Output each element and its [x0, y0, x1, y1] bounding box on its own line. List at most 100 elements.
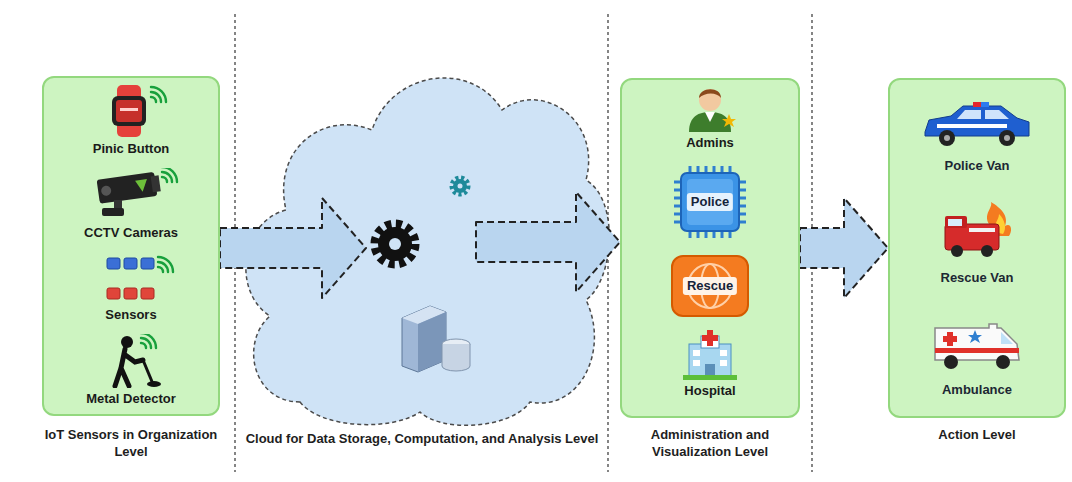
item-label: CCTV Cameras: [84, 225, 178, 241]
icon-shape: [158, 257, 173, 272]
icon-item: Sensors: [42, 252, 220, 330]
icon-shape: [141, 258, 154, 269]
gear-body: [378, 227, 412, 261]
icon-shape: [143, 360, 153, 384]
icon-shape: [705, 364, 715, 376]
icon-shape: [702, 335, 718, 341]
icon-shape: [944, 355, 958, 369]
icon-shape: [681, 173, 739, 231]
item-label: Metal Detector: [86, 391, 176, 407]
gear-big: [375, 224, 415, 264]
icon-shape: [158, 262, 168, 272]
level-caption: Action Level: [888, 426, 1066, 443]
box-label: Police: [687, 193, 733, 211]
icon-shape: [124, 258, 137, 269]
icon-shape: [102, 208, 124, 216]
icon-shape: [151, 92, 161, 102]
icon-shape: [151, 97, 156, 102]
icon-shape: [107, 288, 120, 299]
icon-shape: [969, 228, 995, 232]
icon-shape: [689, 344, 731, 376]
level-panel: Administration and Visualization LevelAd…: [620, 78, 800, 476]
icon-shape: [951, 245, 963, 257]
icon-shape: [935, 324, 1019, 360]
icon-shape: [689, 112, 731, 132]
icon-shape: [112, 96, 146, 126]
icon-item: Metal Detector: [42, 334, 220, 414]
icon-shape: [968, 330, 982, 343]
icon-shape: [674, 166, 746, 238]
icon-shape: [693, 360, 700, 366]
icon-graphic: [927, 320, 1027, 372]
icon-shape: [115, 349, 143, 386]
icon-shape: [107, 258, 120, 269]
icon-shape: [162, 168, 177, 182]
icon-shape: [158, 267, 163, 272]
icon-shape: [141, 338, 151, 348]
icon-item: Pinic Button: [42, 84, 220, 164]
icon-shape: [120, 108, 138, 111]
icon-graphic: [937, 202, 1017, 260]
database-body: [442, 344, 470, 371]
flow-arrow: [476, 192, 620, 292]
icon-shape: [147, 381, 161, 387]
box-label: Rescue: [683, 277, 737, 295]
icon-shape: [121, 336, 133, 348]
gear-teeth: [375, 224, 415, 264]
level-panel: IoT Sensors in Organization Level Pinic B…: [42, 76, 220, 476]
icon-shape: [141, 334, 156, 348]
gear-hole: [458, 184, 463, 189]
icon-shape: [699, 89, 721, 98]
icon-item: Hospital: [620, 330, 800, 406]
icon-shape: [948, 219, 962, 226]
level-caption: Administration and Visualization Level: [620, 426, 800, 460]
icon-shape: [162, 172, 172, 182]
gear-small: [452, 178, 468, 194]
icon-shape: [116, 100, 142, 122]
server-icon: [402, 306, 470, 372]
server-body: [402, 306, 446, 372]
gear-hole: [389, 238, 401, 250]
vehicle-label: Police Van: [944, 158, 1009, 174]
gear-body: [453, 179, 467, 193]
icon-shape: [957, 110, 1009, 119]
icon-shape: [151, 175, 161, 192]
icon-shape: [944, 135, 950, 141]
icon-shape: [101, 185, 112, 196]
icon-shape: [141, 288, 154, 299]
icon-shape: [981, 245, 993, 257]
icon-shape: [935, 348, 1019, 353]
icon-shape: [107, 288, 154, 299]
item-label: Pinic Button: [93, 141, 170, 157]
icon-shape: [981, 102, 989, 107]
icon-shape: [973, 102, 981, 107]
icon-shape: [939, 130, 955, 146]
icon-shape: [720, 350, 727, 356]
icon-shape: [693, 350, 700, 356]
icon-shape: [151, 87, 166, 102]
icon-graphic: [76, 168, 186, 222]
icon-graphic: [675, 84, 745, 132]
icon-shape: [720, 360, 727, 366]
icon-shape: [925, 106, 1029, 136]
icon-shape: [937, 124, 1007, 128]
icon-shape: [683, 375, 737, 380]
icon-item: Ambulance: [888, 320, 1066, 410]
icon-shape: [699, 89, 721, 111]
icon-graphic: [81, 252, 181, 304]
gear-teeth: [452, 178, 468, 194]
icon-shape: [996, 355, 1010, 369]
icon-shape: [117, 85, 141, 137]
icon-shape: [135, 179, 149, 193]
level-caption: IoT Sensors in Organization Level: [42, 426, 220, 460]
vehicle-label: Rescue Van: [941, 270, 1014, 286]
icon-item: Police Van: [888, 102, 1066, 186]
item-label: Hospital: [684, 383, 735, 399]
level-caption: Cloud for Data Storage, Computation, and…: [240, 430, 604, 447]
flow-arrow: [220, 198, 366, 298]
level-panel: Action Level Police VanRescue VanAmbulanc…: [888, 78, 1066, 476]
icon-graphic: [675, 330, 745, 380]
icon-shape: [945, 216, 967, 228]
